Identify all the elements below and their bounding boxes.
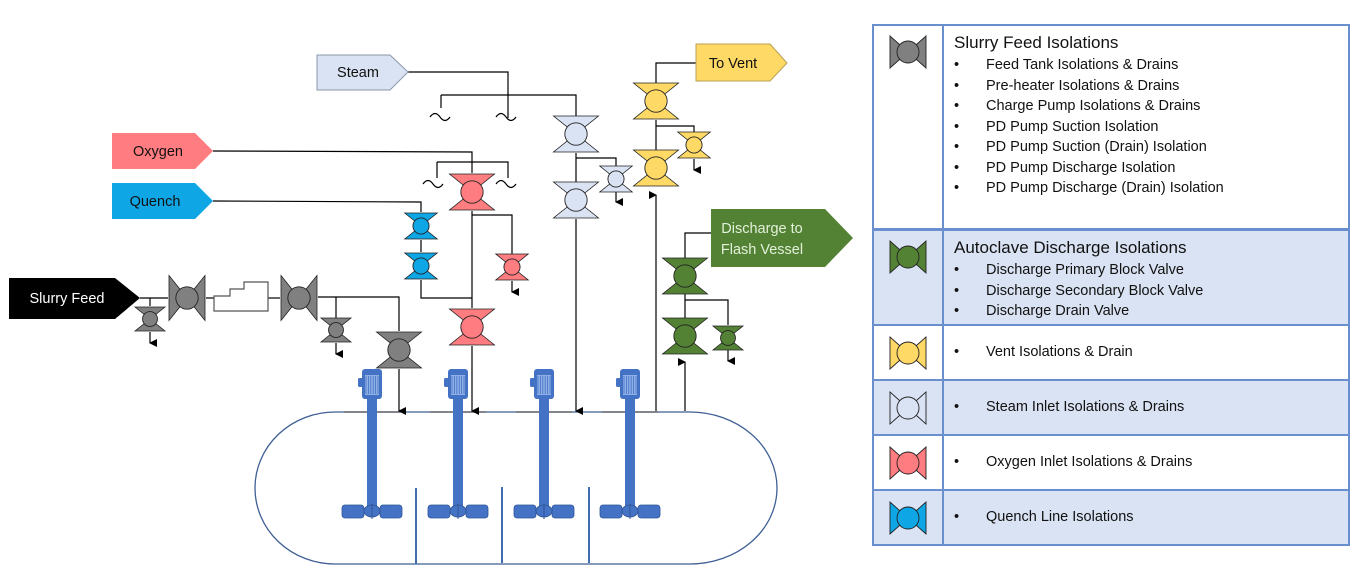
bullet: •: [954, 509, 960, 526]
bullet: •: [954, 454, 960, 471]
svg-text:Flash Vessel: Flash Vessel: [721, 242, 803, 258]
steam-drain-valve: [598, 165, 634, 193]
legend-item: •Quench Line Isolations: [954, 507, 1134, 528]
motor-icon: [358, 369, 382, 399]
legend-title: Slurry Feed Isolations: [954, 33, 1119, 52]
legend-row-slurry: Slurry Feed Isolations •Feed Tank Isolati…: [874, 26, 1348, 228]
svg-text:Oxygen: Oxygen: [133, 144, 183, 160]
quench-valve: [403, 252, 439, 280]
legend-item: •Oxygen Inlet Isolations & Drains: [954, 452, 1192, 473]
valve-icon: [889, 239, 927, 275]
vent-valve-icon: [874, 326, 944, 379]
legend-row-steam: •Steam Inlet Isolations & Drains: [874, 379, 1348, 434]
quench-valve-icon: [874, 491, 944, 544]
legend-row-oxygen: •Oxygen Inlet Isolations & Drains: [874, 434, 1348, 489]
discharge-valve-icon: [874, 231, 944, 324]
legend-item: •Feed Tank Isolations & Drains: [954, 55, 1348, 76]
discharge-valve: [661, 257, 709, 295]
legend-row-discharge: Autoclave Discharge Isolations •Discharge…: [874, 228, 1348, 324]
svg-text:Discharge to: Discharge to: [721, 221, 802, 237]
legend-item: •PD Pump Discharge (Drain) Isolation: [954, 178, 1348, 199]
valve-icon: [889, 500, 927, 535]
agitator: [427, 369, 489, 519]
vent-drain-valve: [676, 131, 712, 159]
steam-valve: [552, 181, 600, 219]
discharge-drain-valve: [711, 325, 745, 351]
stream-label-steam: Steam: [316, 54, 409, 91]
stream-label-discharge: Discharge to Flash Vessel: [711, 209, 853, 267]
motor-icon: [616, 369, 640, 399]
slurry-drain-valve: [133, 306, 167, 332]
slurry-drain-valve: [319, 317, 353, 343]
vent-valve: [632, 149, 680, 187]
quench-valve: [403, 212, 439, 240]
bullet: •: [954, 262, 960, 278]
bullet: •: [954, 77, 960, 94]
oxygen-valve: [448, 173, 496, 211]
valve-icon: [889, 445, 927, 480]
legend-item: •Charge Pump Isolations & Drains: [954, 96, 1348, 117]
legend-row-vent: •Vent Isolations & Drain: [874, 324, 1348, 379]
autoclave-vessel: [254, 411, 778, 565]
svg-text:Slurry Feed: Slurry Feed: [30, 291, 105, 307]
valve-icon: [889, 34, 927, 70]
legend-item: •Steam Inlet Isolations & Drains: [954, 397, 1184, 418]
bullet: •: [954, 180, 960, 196]
legend-item: •PD Pump Suction (Drain) Isolation: [954, 137, 1348, 158]
discharge-valve: [661, 317, 709, 355]
legend-row-quench: •Quench Line Isolations: [874, 489, 1348, 544]
oxygen-valve: [448, 308, 496, 346]
svg-text:To Vent: To Vent: [709, 56, 757, 72]
legend-table: Slurry Feed Isolations •Feed Tank Isolati…: [872, 24, 1350, 546]
motor-icon: [444, 369, 468, 399]
svg-text:Quench: Quench: [130, 194, 181, 210]
bullet: •: [954, 399, 960, 416]
legend-item: •PD Pump Discharge Isolation: [954, 158, 1348, 179]
vent-valve: [632, 82, 680, 120]
valves: [133, 82, 745, 369]
motor-icon: [530, 369, 554, 399]
svg-text:Steam: Steam: [337, 65, 379, 81]
steam-valve: [552, 115, 600, 153]
pre-heater-symbol: [213, 281, 269, 312]
slurry-valve: [375, 331, 423, 369]
legend-item: •Pre-heater Isolations & Drains: [954, 76, 1348, 97]
bullet: •: [954, 98, 960, 114]
steam-valve-icon: [874, 381, 944, 434]
oxygen-valve-icon: [874, 436, 944, 489]
bullet: •: [954, 57, 960, 73]
slurry-valve: [168, 274, 206, 322]
valve-icon: [889, 335, 927, 370]
legend-item: •Discharge Primary Block Valve: [954, 260, 1348, 281]
bullet: •: [954, 159, 960, 176]
process-diagram: Steam Oxygen Quench Slurry Feed To Vent …: [9, 43, 853, 565]
legend-title: Autoclave Discharge Isolations: [954, 238, 1187, 257]
legend-item: •Discharge Drain Valve: [954, 301, 1348, 322]
legend-item: •Vent Isolations & Drain: [954, 342, 1133, 363]
stream-label-quench: Quench: [112, 183, 213, 219]
bullet: •: [954, 282, 960, 299]
stream-label-oxygen: Oxygen: [112, 133, 213, 169]
agitator: [599, 369, 661, 519]
legend-item: •Discharge Secondary Block Valve: [954, 281, 1348, 302]
legend-item: •PD Pump Suction Isolation: [954, 117, 1348, 138]
agitators: [341, 369, 661, 519]
slurry-valve-icon: [874, 26, 944, 228]
bullet: •: [954, 344, 960, 361]
bullet: •: [954, 139, 960, 155]
pipework: [140, 62, 735, 415]
agitator: [513, 369, 575, 519]
valve-icon: [889, 390, 927, 425]
stream-label-to-vent: To Vent: [695, 43, 788, 82]
agitator: [341, 369, 403, 519]
bullet: •: [954, 118, 960, 135]
bullet: •: [954, 303, 960, 319]
stream-label-slurry-feed: Slurry Feed: [9, 278, 140, 319]
slurry-valve: [280, 274, 318, 322]
oxygen-drain-valve: [494, 253, 530, 281]
